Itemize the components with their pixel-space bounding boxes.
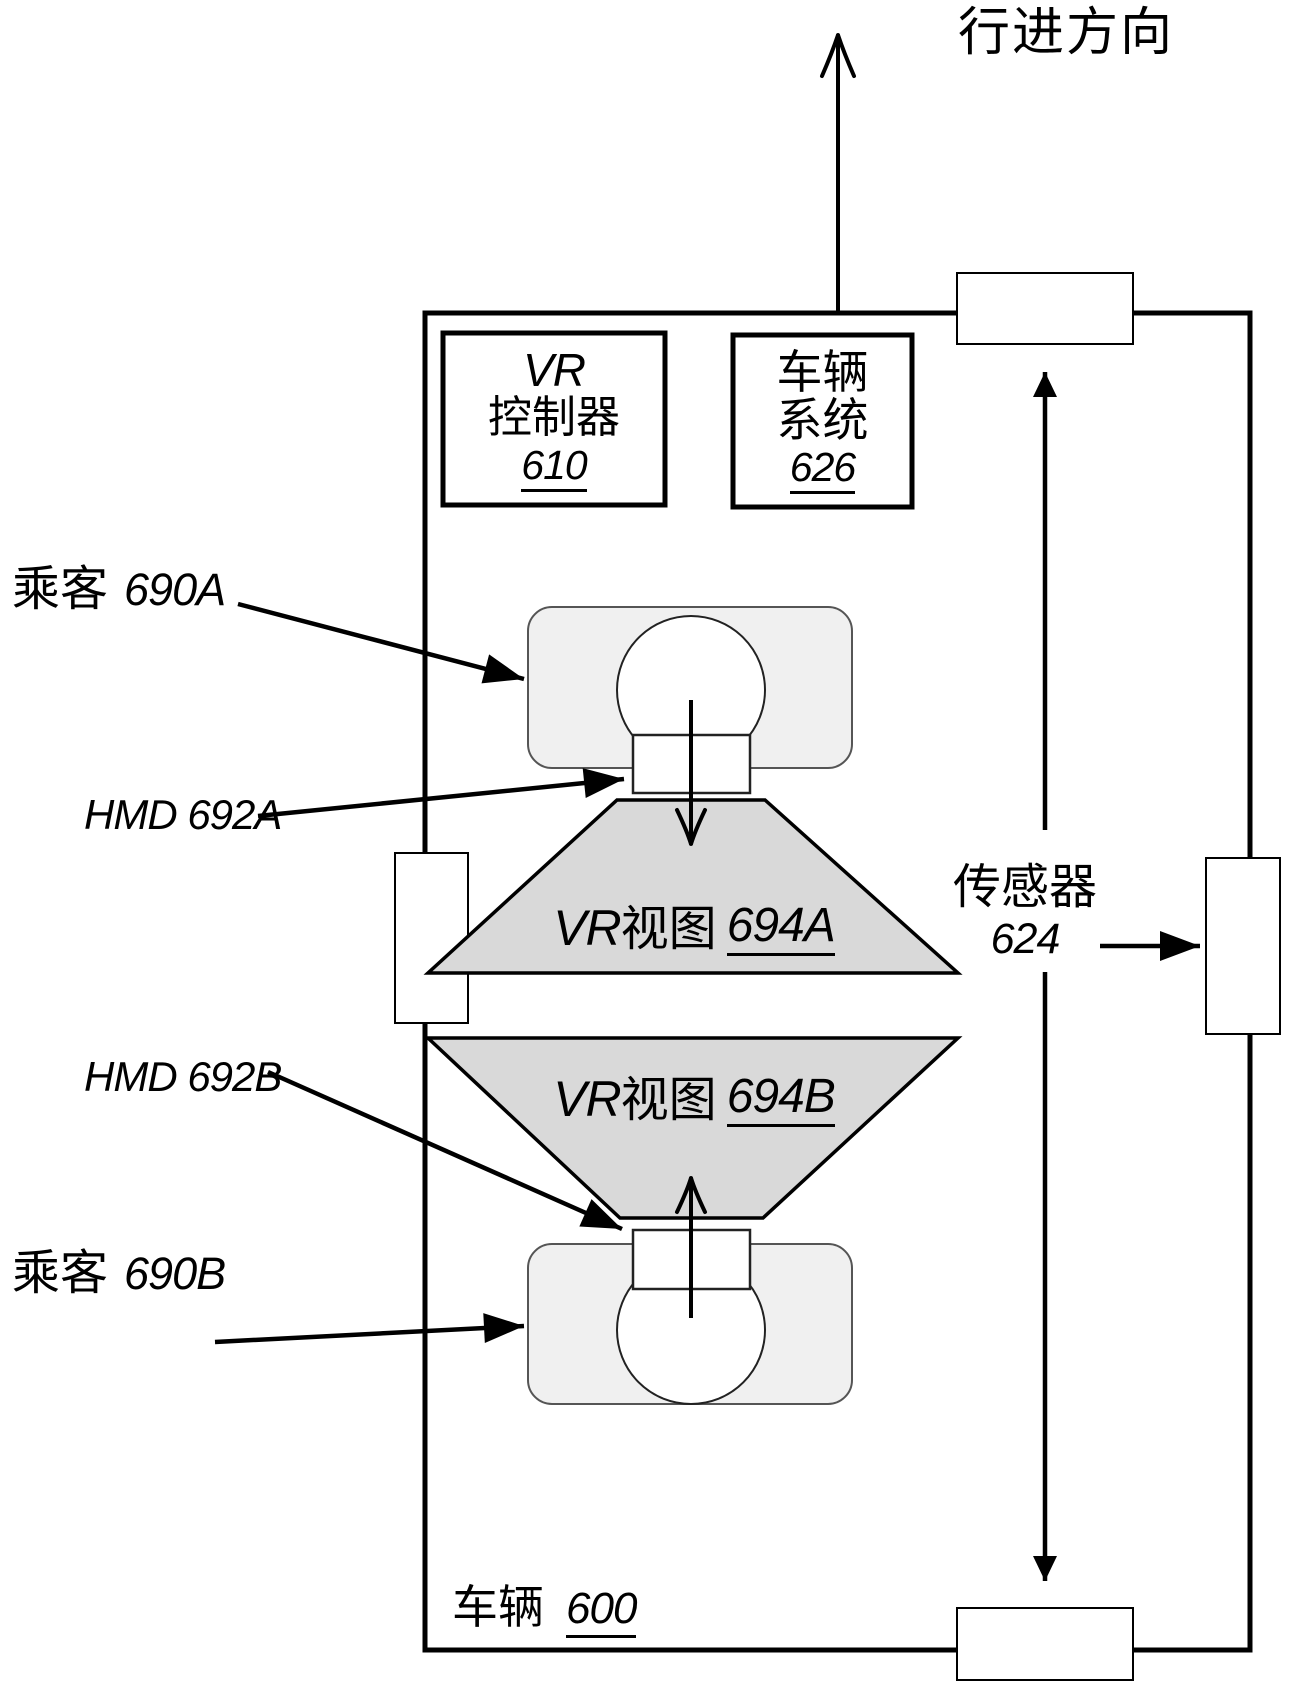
hmd-b-pointer-arrow [267, 1069, 623, 1232]
hmd-a-label: HMD 692A [84, 791, 282, 838]
passenger-b-label: 乘客 690B [12, 1245, 226, 1301]
travel-direction-arrow [820, 33, 856, 313]
sensor-label-cn: 传感器 [952, 859, 1097, 915]
gaze-arrow-a [675, 700, 707, 846]
vehicle-system-cn1: 车辆 [776, 344, 869, 399]
vehicle-label: 车辆 600 [452, 1580, 637, 1638]
sensor-left [394, 852, 469, 1024]
vehicle-system-cn2: 系统 [776, 392, 869, 447]
vehicle-system-num: 626 [789, 446, 856, 495]
passenger-b-num: 690B [124, 1248, 226, 1299]
gaze-arrow-b [675, 1176, 707, 1318]
vehicle-label-num: 600 [566, 1584, 637, 1638]
sensor-top [956, 272, 1134, 345]
sensor-right [1205, 857, 1281, 1035]
passenger-a-label: 乘客 690A [12, 561, 226, 617]
vr-view-a-cn: 视图 [620, 900, 717, 957]
vr-controller-cn: 控制器 [488, 391, 620, 443]
sensor-bottom [956, 1607, 1134, 1681]
hmd-a-pointer-arrow [257, 768, 625, 819]
vehicle-system-box [730, 332, 915, 510]
passenger-b-cn: 乘客 [12, 1245, 109, 1301]
vr-view-b-num: 694B [726, 1071, 836, 1128]
vr-view-b-latin: VR [553, 1071, 621, 1128]
vr-view-b-cn: 视图 [620, 1071, 717, 1128]
passenger-b-pointer-arrow [214, 1313, 525, 1345]
hmd-b-label: HMD 692B [84, 1053, 282, 1100]
vehicle-outline [422, 310, 1253, 1653]
vehicle-system-label: 车辆 系统 626 [733, 335, 912, 507]
vr-view-a-num: 694A [726, 900, 836, 957]
vr-controller-box [440, 330, 668, 508]
travel-direction-label: 行进方向 [958, 3, 1175, 63]
vr-controller-latin: VR [523, 344, 586, 397]
vr-controller-num: 610 [521, 443, 588, 492]
passenger-a-num: 690A [124, 564, 226, 615]
vr-view-b-trapezoid [423, 1036, 963, 1220]
vr-view-a-latin: VR [553, 900, 621, 957]
vr-controller-label: VR 控制器 610 [443, 333, 665, 505]
vr-view-a-trapezoid [423, 798, 963, 975]
vehicle-label-cn: 车辆 [452, 1580, 544, 1634]
passenger-a-pointer-arrow [237, 601, 525, 684]
passenger-a-cn: 乘客 [12, 561, 109, 617]
sensor-label-num: 624 [990, 915, 1061, 963]
